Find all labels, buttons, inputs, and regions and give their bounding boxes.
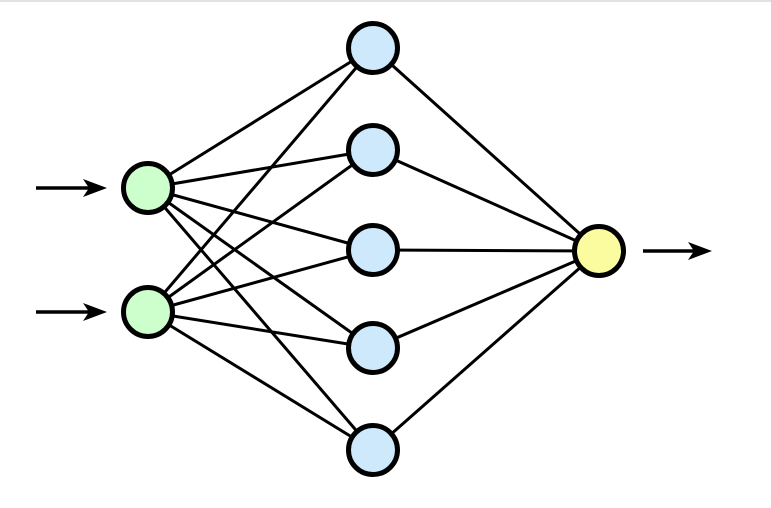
edge-input-1-hidden-5	[146, 187, 375, 451]
edge-hidden-1-output-1	[371, 46, 601, 253]
node-input-2	[121, 285, 175, 339]
edge-hidden-3-output-1	[372, 248, 600, 253]
edge-hidden-2-output-1	[372, 148, 600, 253]
node-output-1	[572, 224, 626, 278]
edge-input-1-hidden-4	[147, 186, 374, 350]
output-arrow-head	[688, 242, 712, 260]
edge-input-1-hidden-2	[147, 148, 374, 190]
edge-input-2-hidden-5	[147, 310, 374, 452]
node-input-1	[121, 161, 175, 215]
edge-input-2-hidden-4	[147, 310, 374, 350]
edge-hidden-5-output-1	[372, 249, 600, 452]
edge-input-2-hidden-2	[147, 148, 374, 314]
input-arrow-1-head	[83, 179, 107, 197]
node-hidden-3	[346, 223, 400, 277]
edge-input-1-hidden-3	[147, 186, 374, 252]
edge-hidden-4-output-1	[372, 249, 600, 350]
node-hidden-2	[346, 123, 400, 177]
edge-input-2-hidden-1	[146, 47, 375, 313]
node-hidden-4	[346, 321, 400, 375]
node-hidden-5	[346, 423, 400, 477]
top-border-line	[0, 0, 771, 2]
input-arrow-2-head	[83, 303, 107, 321]
edge-input-2-hidden-3	[147, 248, 374, 314]
edge-input-1-hidden-1	[147, 46, 374, 190]
node-hidden-1	[346, 21, 400, 75]
